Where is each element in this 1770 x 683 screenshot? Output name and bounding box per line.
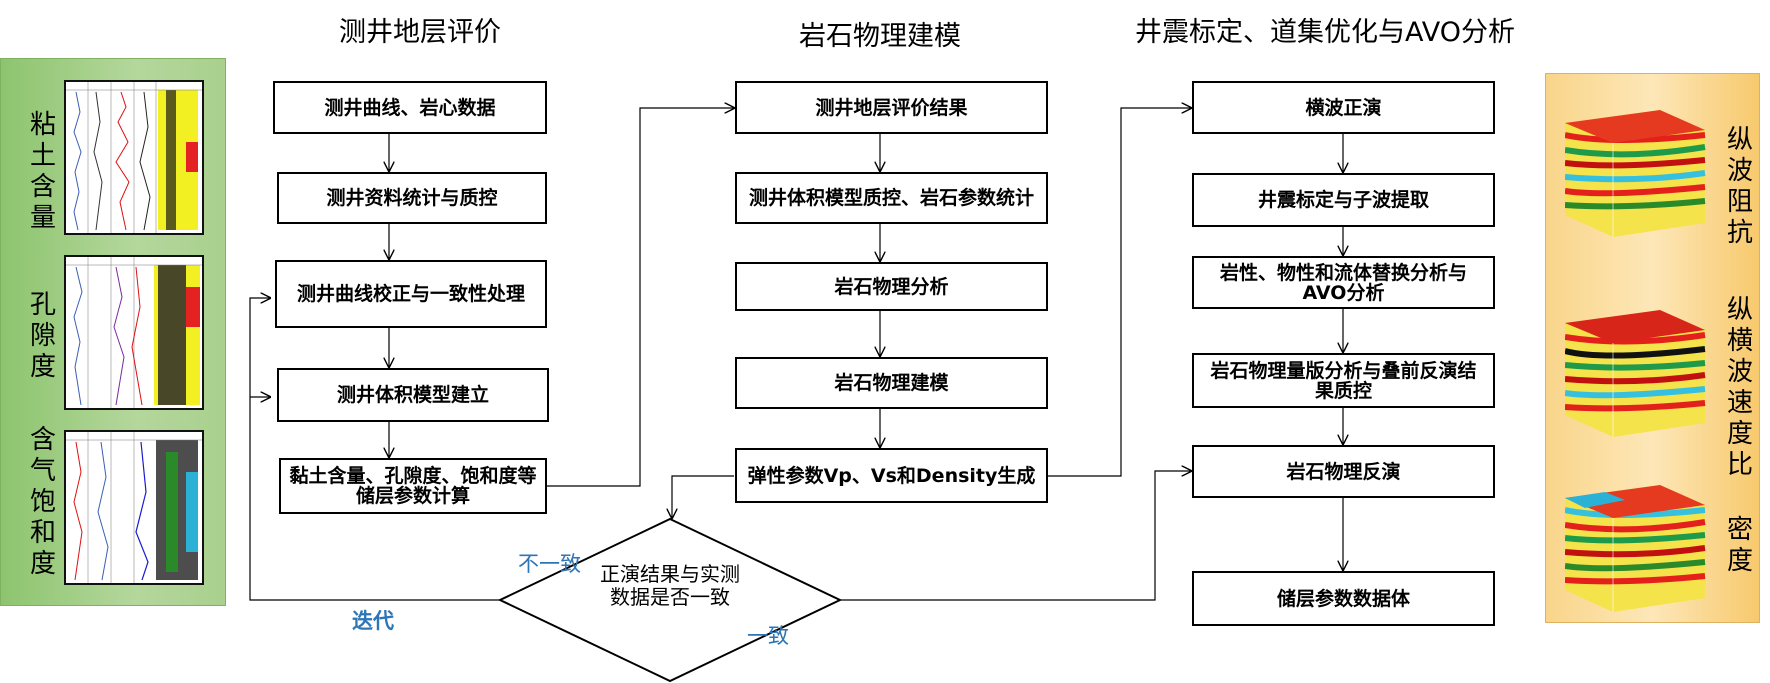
step-rock-physics-analysis: 岩石物理分析	[735, 262, 1048, 311]
step-shear-wave-forward: 横波正演	[1192, 81, 1495, 134]
seismic-cube-vp-vs-ratio	[1564, 305, 1710, 440]
decision-text: 正演结果与实测数据是否一致	[600, 562, 740, 609]
step-well-volume-model: 测井体积模型建立	[277, 368, 549, 422]
step-well-data-statistics-qc: 测井资料统计与质控	[277, 172, 547, 224]
label-consistent: 一致	[747, 624, 789, 648]
step-curve-correction-consistency: 测井曲线校正与一致性处理	[275, 260, 547, 328]
step-reservoir-parameter-calc: 黏土含量、孔隙度、饱和度等储层参数计算	[279, 458, 547, 514]
label-iterate: 迭代	[352, 609, 394, 633]
step-elastic-parameters: 弹性参数Vp、Vs和Density生成	[735, 448, 1048, 503]
title-well-log-evaluation: 测井地层评价	[339, 17, 501, 48]
seismic-cube-p-impedance	[1564, 105, 1710, 240]
step-well-curves-core-data: 测井曲线、岩心数据	[273, 81, 547, 134]
label-clay-content: 粘土含量	[29, 110, 56, 233]
step-rock-physics-modeling: 岩石物理建模	[735, 357, 1048, 409]
title-well-tie-avo: 井震标定、道集优化与AVO分析	[1135, 17, 1515, 48]
step-template-analysis-qc: 岩石物理量版分析与叠前反演结果质控	[1192, 353, 1495, 408]
well-log-image-clay	[64, 80, 204, 235]
label-inconsistent: 不一致	[518, 552, 581, 576]
step-well-eval-results: 测井地层评价结果	[735, 81, 1048, 134]
label-p-impedance: 纵波阻抗	[1726, 125, 1753, 248]
step-rock-physics-inversion: 岩石物理反演	[1192, 445, 1495, 498]
label-density: 密度	[1726, 515, 1753, 576]
step-well-tie-wavelet: 井震标定与子波提取	[1192, 173, 1495, 227]
step-fluid-substitution-avo: 岩性、物性和流体替换分析与AVO分析	[1192, 256, 1495, 309]
label-gas-saturation: 含气饱和度	[29, 425, 56, 579]
title-rock-physics-modeling: 岩石物理建模	[799, 21, 961, 52]
step-reservoir-data-volume: 储层参数数据体	[1192, 571, 1495, 626]
label-vp-vs-ratio: 纵横波速度比	[1726, 295, 1753, 480]
well-log-image-gas-saturation	[64, 430, 204, 585]
label-porosity: 孔隙度	[29, 290, 56, 382]
step-volume-model-qc-stats: 测井体积模型质控、岩石参数统计	[735, 172, 1048, 224]
well-log-image-porosity	[64, 255, 204, 410]
seismic-cube-density	[1564, 480, 1710, 615]
